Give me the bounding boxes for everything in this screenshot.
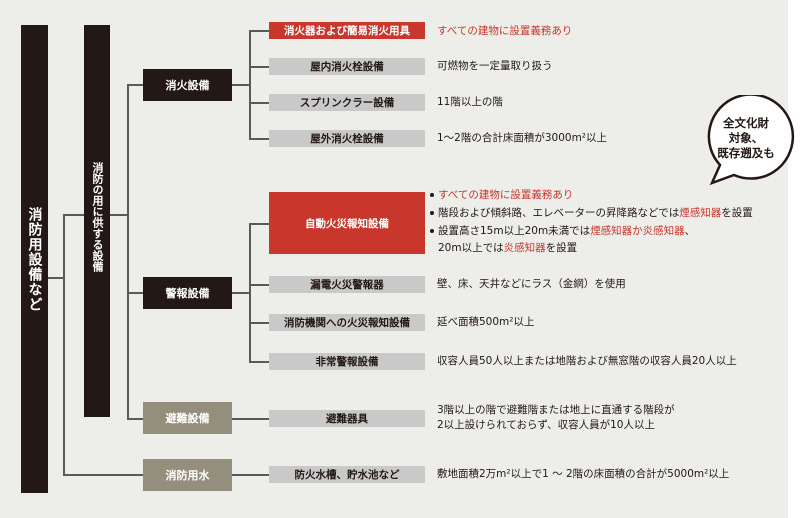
- bullet-highlight: 炎感知器: [503, 242, 546, 254]
- desc-line: 2以上設けられておらず、収容人員が10人以上: [437, 419, 655, 431]
- item-desc: 11階以上の階: [437, 96, 503, 108]
- desc-line: 3階以上の階で避難階または地上に直通する階段が: [437, 404, 675, 416]
- group-node: 消防の用に供する設備: [84, 25, 110, 417]
- connector: [63, 214, 84, 216]
- item-desc: 敷地面積2万m²以上で1 ～ 2階の床面積の合計が5000m²以上: [437, 468, 730, 480]
- item-fire-dept-alarm: 消防機関への火災報知設備: [269, 314, 425, 331]
- connector: [127, 84, 129, 420]
- callout-line: 対象、: [728, 131, 764, 145]
- callout-line: 全文化財: [723, 116, 769, 130]
- callout-line: 既存遡及も: [717, 146, 775, 160]
- connector: [249, 284, 269, 286]
- connector: [249, 30, 269, 32]
- item-outdoor-hydrant: 屋外消火栓設備: [269, 130, 425, 147]
- category-evacuation: 避難設備: [143, 402, 232, 434]
- connector: [249, 66, 269, 68]
- connector: [249, 322, 269, 324]
- item-desc: 延べ面積500m²以上: [437, 316, 535, 328]
- connector: [249, 223, 269, 225]
- item-emergency-alarm: 非常警報設備: [269, 353, 425, 370]
- connector: [249, 30, 251, 140]
- connector: [232, 292, 250, 294]
- root-node: 消防用設備など: [21, 25, 48, 493]
- bullet-highlight: 煙感知器: [679, 207, 722, 219]
- category-fire-extinguishing: 消火設備: [143, 69, 232, 101]
- connector: [127, 418, 143, 420]
- item-sprinkler: スプリンクラー設備: [269, 94, 425, 111]
- item-leakage-alarm: 漏電火災警報器: [269, 276, 425, 293]
- connector: [249, 138, 269, 140]
- item-desc: 壁、床、天井などにラス（金網）を使用: [437, 278, 626, 290]
- category-fire-water: 消防用水: [143, 459, 232, 491]
- item-desc: 可燃物を一定量取り扱う: [437, 60, 553, 72]
- bullet-3: 設置高さ15m以上20m未満では煙感知器か炎感知器、: [430, 223, 695, 240]
- category-alarm: 警報設備: [143, 277, 232, 309]
- root-label: 消防用設備など: [26, 206, 43, 312]
- item-indoor-hydrant: 屋内消火栓設備: [269, 58, 425, 75]
- bullet-text: 階段および傾斜路、エレベーターの昇降路などでは: [438, 207, 680, 219]
- connector: [232, 474, 269, 476]
- connector: [249, 223, 251, 362]
- bullet-text: 設置高さ15m以上20m未満では: [438, 225, 591, 237]
- connector: [110, 214, 128, 216]
- bullet-dot: [430, 211, 434, 215]
- bullet-dot: [430, 193, 434, 197]
- item-desc: 収容人員50人以上または地階および無窓階の収容人員20人以上: [437, 355, 737, 367]
- group-label: 消防の用に供する設備: [91, 162, 104, 272]
- bullet-highlight: 煙感知器か炎感知器: [590, 225, 685, 237]
- bullet-text: 20m以上では: [438, 242, 504, 254]
- bullet-1: すべての建物に設置義務あり: [430, 187, 573, 204]
- item-extinguisher: 消火器および簡易消火用具: [269, 22, 425, 39]
- item-desc: 1～2階の合計床面積が3000m²以上: [437, 132, 608, 144]
- connector: [127, 292, 143, 294]
- item-fire-water-tank: 防火水槽、貯水池など: [269, 466, 425, 483]
- item-auto-fire-alarm: 自動火災報知設備: [269, 192, 425, 254]
- connector: [249, 361, 269, 363]
- callout-text: 全文化財 対象、 既存遡及も: [705, 116, 787, 161]
- item-desc: 3階以上の階で避難階または地上に直通する階段が 2以上設けられておらず、収容人員が…: [437, 403, 675, 433]
- bullet-text: 、: [684, 225, 696, 237]
- connector: [48, 277, 64, 279]
- bullet-text: を設置: [721, 207, 753, 219]
- item-evacuation-equipment: 避難器具: [269, 410, 425, 427]
- connector: [232, 84, 250, 86]
- connector: [63, 215, 65, 476]
- connector: [232, 418, 269, 420]
- item-desc: すべての建物に設置義務あり: [437, 25, 573, 37]
- connector: [63, 474, 143, 476]
- bullet-dot: [430, 229, 434, 233]
- speech-bubble-icon: [707, 95, 795, 186]
- connector: [127, 84, 143, 86]
- bullet-text: を設置: [545, 242, 578, 254]
- bullet-text: すべての建物に設置義務あり: [438, 189, 574, 201]
- connector: [249, 102, 269, 104]
- bullet-3-line2: 20m以上では炎感知器を設置: [438, 240, 577, 257]
- bullet-2: 階段および傾斜路、エレベーターの昇降路などでは煙感知器を設置: [430, 205, 753, 222]
